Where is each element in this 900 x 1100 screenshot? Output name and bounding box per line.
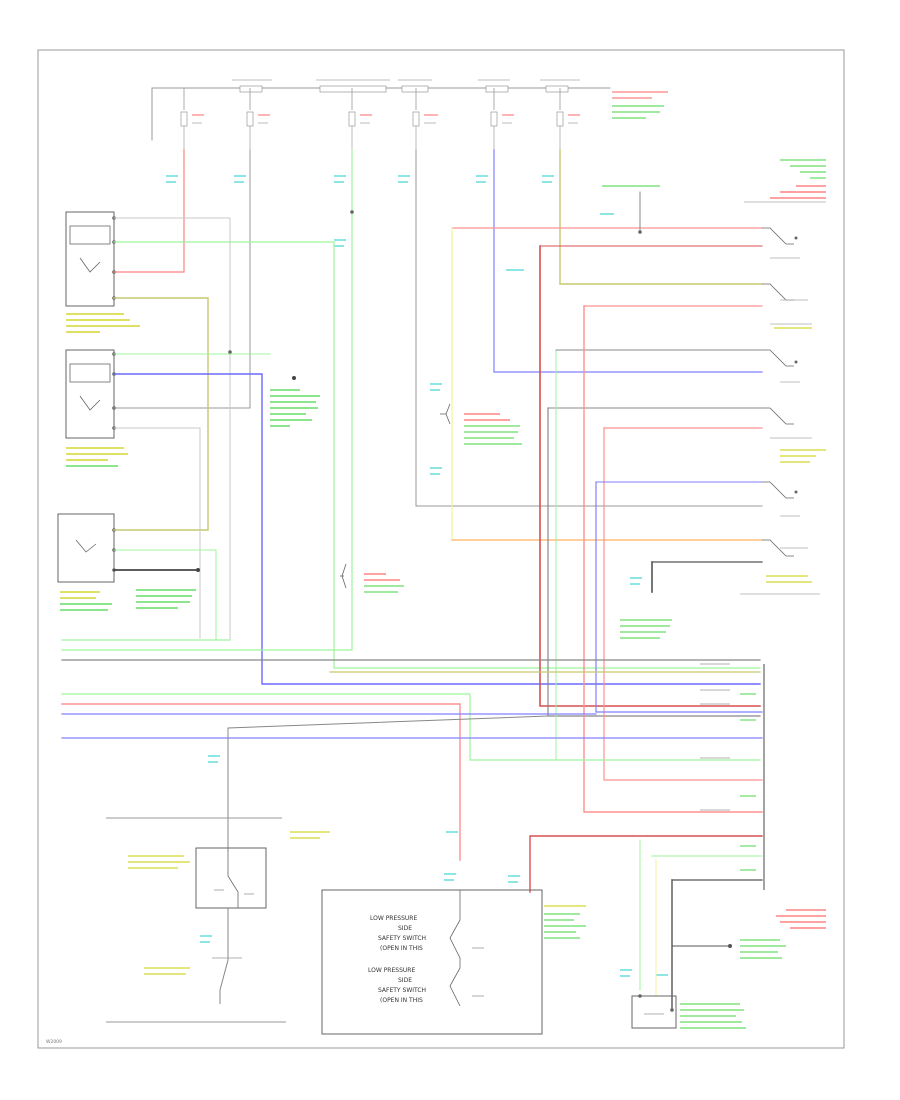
pressure-switch-b-line2: SIDE [398, 977, 412, 984]
bottom-left-switch [106, 800, 330, 1023]
pressure-switch-b-line1: LOW PRESSURE [368, 967, 415, 974]
wire-color-tags [166, 175, 668, 977]
wires [61, 149, 763, 1011]
pressure-switch: LOW PRESSURE SIDE SAFETY SWITCH (OPEN IN… [321, 889, 586, 1035]
right-annotations [364, 159, 826, 1029]
component-lower-left [57, 513, 116, 583]
figure-id: W2009 [46, 1039, 62, 1045]
right-connector [700, 663, 765, 890]
pressure-switch-a-line3: SAFETY SWITCH [378, 935, 426, 942]
pressure-switch-a-line2: SIDE [398, 925, 412, 932]
fuse-bus [151, 79, 668, 150]
pressure-switch-a-line1: LOW PRESSURE [370, 915, 417, 922]
left-annotations [60, 313, 320, 611]
pressure-switch-b-line3: SAFETY SWITCH [378, 987, 426, 994]
diagram-frame [37, 49, 845, 1049]
right-switches [740, 201, 826, 595]
pressure-switch-b-line4: (OPEN IN THIS [380, 997, 423, 1004]
pressure-switch-a-line4: (OPEN IN THIS [380, 945, 423, 952]
relay-upper-left [65, 211, 116, 307]
relay-middle-left [65, 349, 116, 439]
bottom-right-module [631, 994, 677, 1029]
inline-components [228, 350, 451, 589]
